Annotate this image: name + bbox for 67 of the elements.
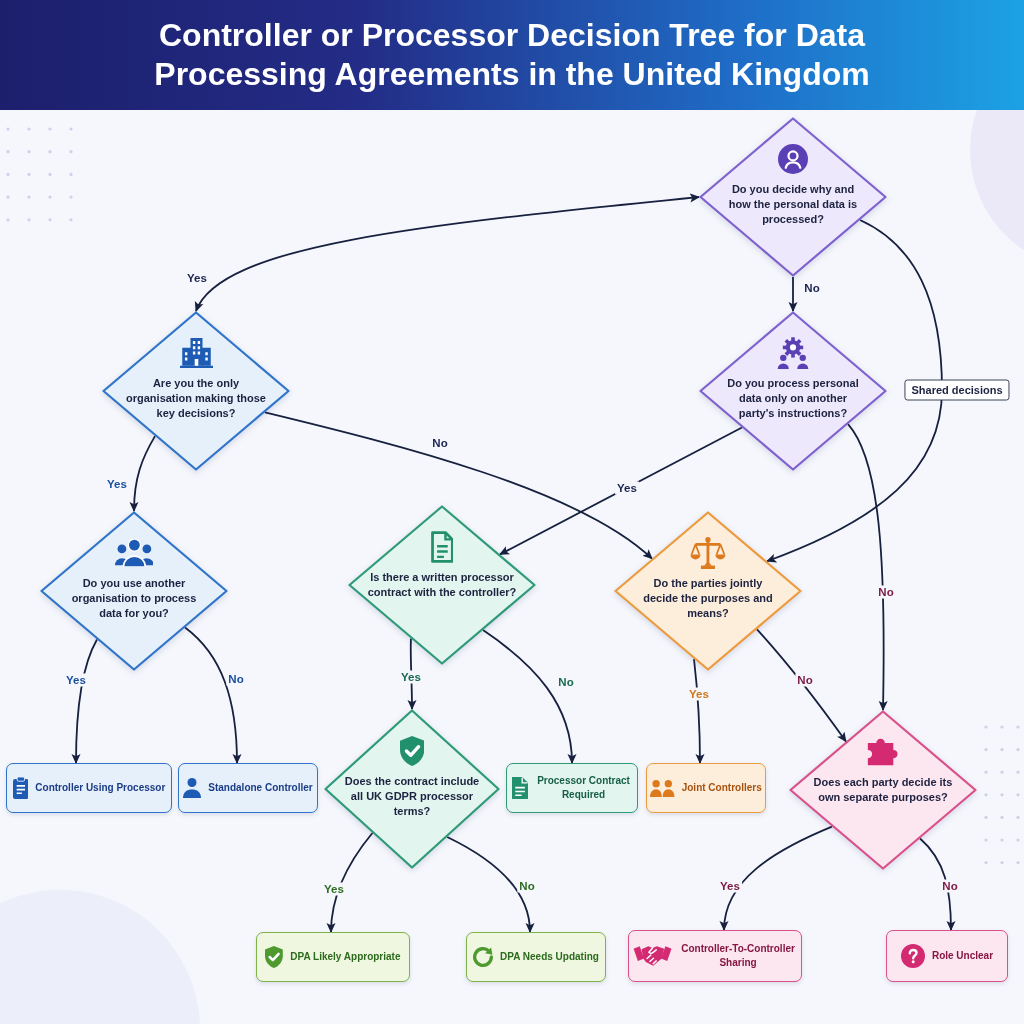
question-text: Is there a written processor contract with the controller? <box>366 570 518 600</box>
edge-label: Yes <box>322 882 346 896</box>
decision-diamond <box>102 311 290 471</box>
outcome-text: Standalone Controller <box>208 781 313 795</box>
outcome-box <box>466 932 606 982</box>
outcome-text: Joint Controllers <box>681 781 762 795</box>
arrow <box>847 423 888 711</box>
arrow <box>720 825 833 931</box>
edge-label: Yes <box>399 670 423 684</box>
arrow <box>326 832 374 933</box>
outcome-box <box>646 763 766 813</box>
arrow <box>766 219 943 563</box>
outcome-text: Controller Using Processor <box>35 781 166 795</box>
question-text: Are you the only organisation making those key decisions? <box>125 376 267 421</box>
question-text: Do the parties jointly decide the purposes and means? <box>642 576 774 621</box>
edge-label: No <box>876 585 896 599</box>
arrow <box>407 637 417 710</box>
edge-label: No <box>430 436 450 450</box>
question-text: Does the contract include all UK GDPR processor terms? <box>343 774 481 819</box>
double-arrow <box>195 193 700 312</box>
edge-label: No <box>226 672 246 686</box>
arrow <box>184 626 242 764</box>
question-text: Do you decide why and how the personal data is processed? <box>727 182 859 227</box>
arrow <box>693 658 705 764</box>
arrow <box>129 435 156 512</box>
edge-label: Shared decisions <box>904 379 1010 401</box>
arrow <box>446 836 534 933</box>
outcome-text: Role Unclear <box>931 949 994 963</box>
edge-label: No <box>556 675 576 689</box>
edge-label: No <box>940 879 960 893</box>
outcome-box <box>628 930 802 982</box>
outcome-box <box>506 763 638 813</box>
decision-diamond <box>789 710 977 870</box>
outcome-text: DPA Likely Appropriate <box>290 950 401 964</box>
decision-diamond <box>699 311 887 471</box>
edge-label: Yes <box>718 879 742 893</box>
outcome-text: DPA Needs Updating <box>500 950 599 964</box>
arrow <box>756 628 847 743</box>
arrow <box>71 638 98 764</box>
arrow <box>788 276 798 312</box>
question-text: Do you process personal data only on another party's instructions? <box>726 376 860 421</box>
decision-diamond <box>348 505 536 665</box>
arrow <box>482 629 576 764</box>
decision-diamond <box>40 511 228 671</box>
outcome-box <box>256 932 410 982</box>
arrow <box>499 426 743 556</box>
arrow <box>919 837 956 931</box>
outcome-text: Processor Contract Required <box>536 774 631 802</box>
edge-label: Yes <box>615 481 639 495</box>
question-text: Does each party decide its own separate purposes? <box>812 775 954 805</box>
outcome-box <box>6 763 172 813</box>
edge-label: No <box>802 281 822 295</box>
decision-diamond <box>699 117 887 277</box>
arrow <box>264 411 653 560</box>
edge-label: No <box>517 879 537 893</box>
outcome-text: Controller-To-Controller Sharing <box>680 942 796 970</box>
outcome-box <box>178 763 318 813</box>
edge-label: No <box>795 673 815 687</box>
edge-label: Yes <box>105 477 129 491</box>
decision-diamond <box>324 709 500 869</box>
question-text: Do you use another organisation to process data for you? <box>70 576 198 621</box>
outcome-box <box>886 930 1008 982</box>
edge-label: Yes <box>185 271 209 285</box>
title: Controller or Processor Decision Tree for Data Processing Agreements in the United Kingdom <box>153 16 871 94</box>
edge-label: Yes <box>64 673 88 687</box>
edge-label: Yes <box>687 687 711 701</box>
decision-diamond <box>614 511 802 671</box>
